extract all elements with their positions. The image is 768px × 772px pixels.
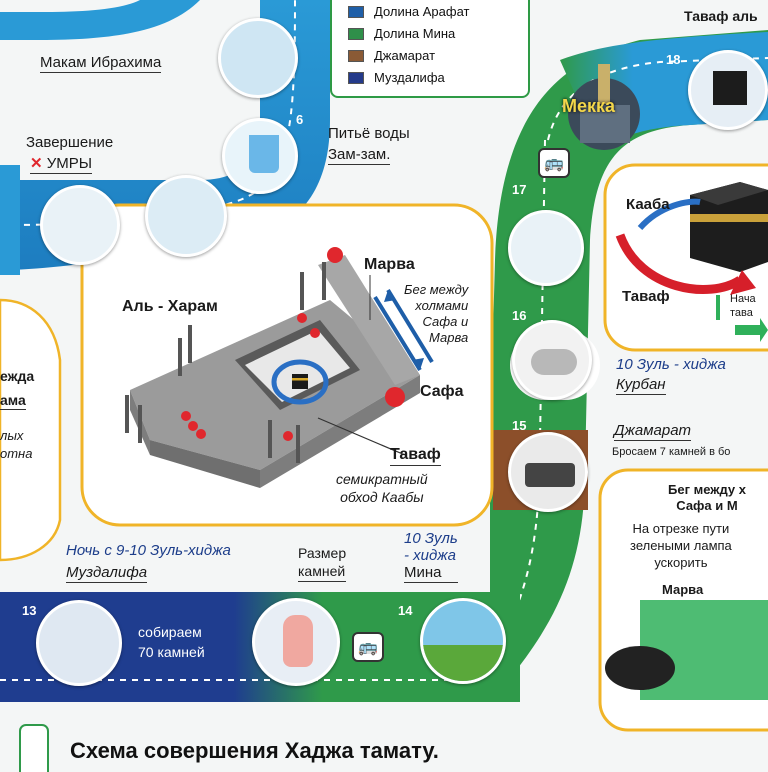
jamarat-pillar-icon xyxy=(508,432,588,512)
kurban-date-label: 10 Зуль - хиджа xyxy=(616,356,726,373)
mecca-skyline xyxy=(568,64,640,150)
kurban-label: Курбан xyxy=(616,376,666,395)
step-number: 13 xyxy=(22,603,37,618)
umra-end-label-line1: Завершение xyxy=(26,134,114,151)
hand-stones-icon xyxy=(252,598,340,686)
muzdalifa-night-label: Ночь с 9-10 Зуль-хиджа xyxy=(66,542,231,559)
kaaba-label: Кааба xyxy=(626,196,670,213)
step-number: 6 xyxy=(296,112,304,127)
haram-name: Аль - Харам xyxy=(122,298,218,315)
maqam-ibrahim-icon xyxy=(218,18,298,98)
haram-building xyxy=(125,247,420,488)
tawaf-label: Таваф xyxy=(390,446,441,466)
step-number: 14 xyxy=(398,603,413,618)
tawaf-desc: семикратный обход Каабы xyxy=(336,471,428,505)
safa-label: Сафа xyxy=(420,383,464,400)
step-number: 15 xyxy=(512,418,527,433)
page-title: Схема совершения Хаджа тамату. xyxy=(70,738,439,763)
sheep-icon xyxy=(512,320,592,400)
marwa-right-label: Марва xyxy=(662,582,704,597)
legend-item-muzdalifa: Муздалифа xyxy=(348,70,445,85)
legend-item-jamarat: Джамарат xyxy=(348,48,435,63)
tawaf-right-label: Таваф xyxy=(622,288,670,305)
jamarat-desc: Бросаем 7 камней в бо xyxy=(612,446,731,458)
sai-right-desc: На отрезке пути зелеными лампа ускорить xyxy=(630,521,732,570)
legend-item-arafat: Долина Арафат xyxy=(348,4,470,19)
bus-icon: 🚌 xyxy=(538,148,570,178)
legend: Долина Арафат Долина Мина Джамарат Музда… xyxy=(330,0,530,98)
legend-item-mina: Долина Мина xyxy=(348,26,455,41)
legend-swatch xyxy=(348,27,364,40)
legend-swatch xyxy=(348,71,364,84)
left-cut-label: ама xyxy=(0,392,26,410)
legend-swatch xyxy=(348,49,364,62)
kaaba-tawaf-icon xyxy=(688,50,768,130)
step-number: 18 xyxy=(666,52,681,67)
collect-stones-icon xyxy=(36,600,122,686)
mina-label: 10 Зуль - хиджа Мина xyxy=(404,530,458,583)
umra-end-label-line2: ✕ УМРЫ xyxy=(30,155,93,174)
step-number: 17 xyxy=(512,182,527,197)
sai-right-title: Бег между х Сафа и М xyxy=(668,482,746,513)
zamzam-cup-icon xyxy=(222,118,298,194)
muzdalifa-label: Муздалифа xyxy=(66,564,148,583)
bus-icon: 🚌 xyxy=(352,632,384,662)
haircut-icon xyxy=(508,210,584,286)
legend-swatch xyxy=(348,5,364,18)
left-cut-label: лых xyxy=(0,428,24,443)
kaaba-illustration xyxy=(615,182,768,342)
tawaf-start-label: Нача тава xyxy=(730,293,756,319)
stone-size-label: Размер камней xyxy=(298,544,347,582)
tawaf-top-label: Таваф аль xyxy=(684,8,758,24)
pilgrim-icon xyxy=(145,175,227,257)
left-cut-label: ежда xyxy=(0,368,35,384)
left-cut-label: отна xyxy=(0,446,33,461)
step-number: 7 xyxy=(234,226,242,241)
zamzam-label-line2: Зам-зам. xyxy=(328,146,391,165)
sai-arrows xyxy=(373,288,434,372)
collect-stones-label: собираем 70 камней xyxy=(138,624,205,660)
haircut-icon xyxy=(40,185,120,265)
step-number: 16 xyxy=(512,308,527,323)
jamarat-label: Джамарат xyxy=(614,422,692,441)
mina-tents-icon xyxy=(420,598,506,684)
step-number: 8 xyxy=(118,252,126,267)
sai-desc: Бег между холмами Сафа и Марва xyxy=(404,282,469,345)
zamzam-label-line1: Питьё воды xyxy=(328,125,410,142)
mecca-label: Мекка xyxy=(562,96,616,116)
marwa-label: Марва xyxy=(364,256,415,273)
cross-icon: ✕ xyxy=(30,155,47,172)
maqam-ibrahim-label: Макам Ибрахима xyxy=(40,54,162,73)
